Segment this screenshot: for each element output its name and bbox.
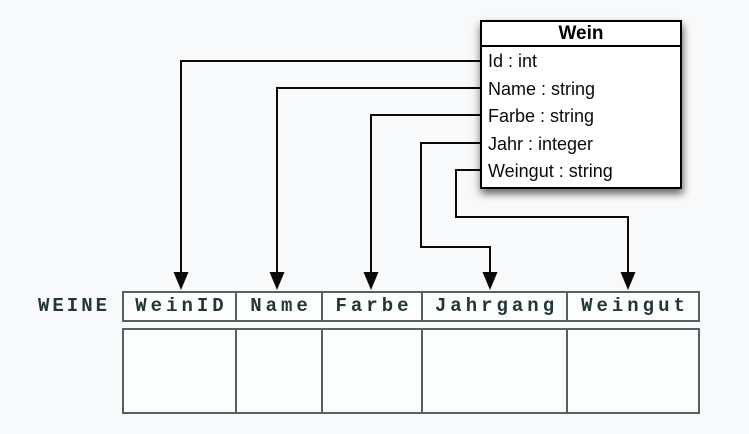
table-cell-empty (423, 328, 568, 414)
table-cell-empty (568, 328, 700, 414)
table-cell-empty (323, 328, 423, 414)
table-cell-empty (122, 328, 237, 414)
column-header-weingut: Weingut (568, 291, 700, 322)
class-attribute: Farbe : string (488, 106, 595, 126)
column-header-weinid: WeinID (122, 291, 237, 322)
mapping-arrow-farbe (370, 114, 480, 274)
arrowhead-icon (173, 272, 189, 290)
column-header-farbe: Farbe (323, 291, 423, 322)
arrowhead-icon (620, 272, 636, 290)
arrowhead-icon (482, 272, 498, 290)
table-body-row (122, 328, 700, 414)
table-name-label: WEINE (38, 295, 111, 317)
arrowhead-icon (269, 272, 285, 290)
column-header-jahrgang: Jahrgang (423, 291, 568, 322)
class-title: Wein (482, 22, 680, 47)
arrowhead-icon (363, 272, 379, 290)
class-attribute: Id : int (488, 51, 538, 71)
class-attribute: Name : string (488, 78, 596, 99)
column-header-name: Name (237, 291, 323, 322)
class-attribute: Jahr : integer (488, 133, 594, 154)
mapping-arrow-name (276, 87, 480, 274)
mapping-arrow-id (180, 60, 480, 274)
table-cell-empty (237, 328, 323, 414)
class-attribute: Weingut : string (488, 161, 613, 181)
